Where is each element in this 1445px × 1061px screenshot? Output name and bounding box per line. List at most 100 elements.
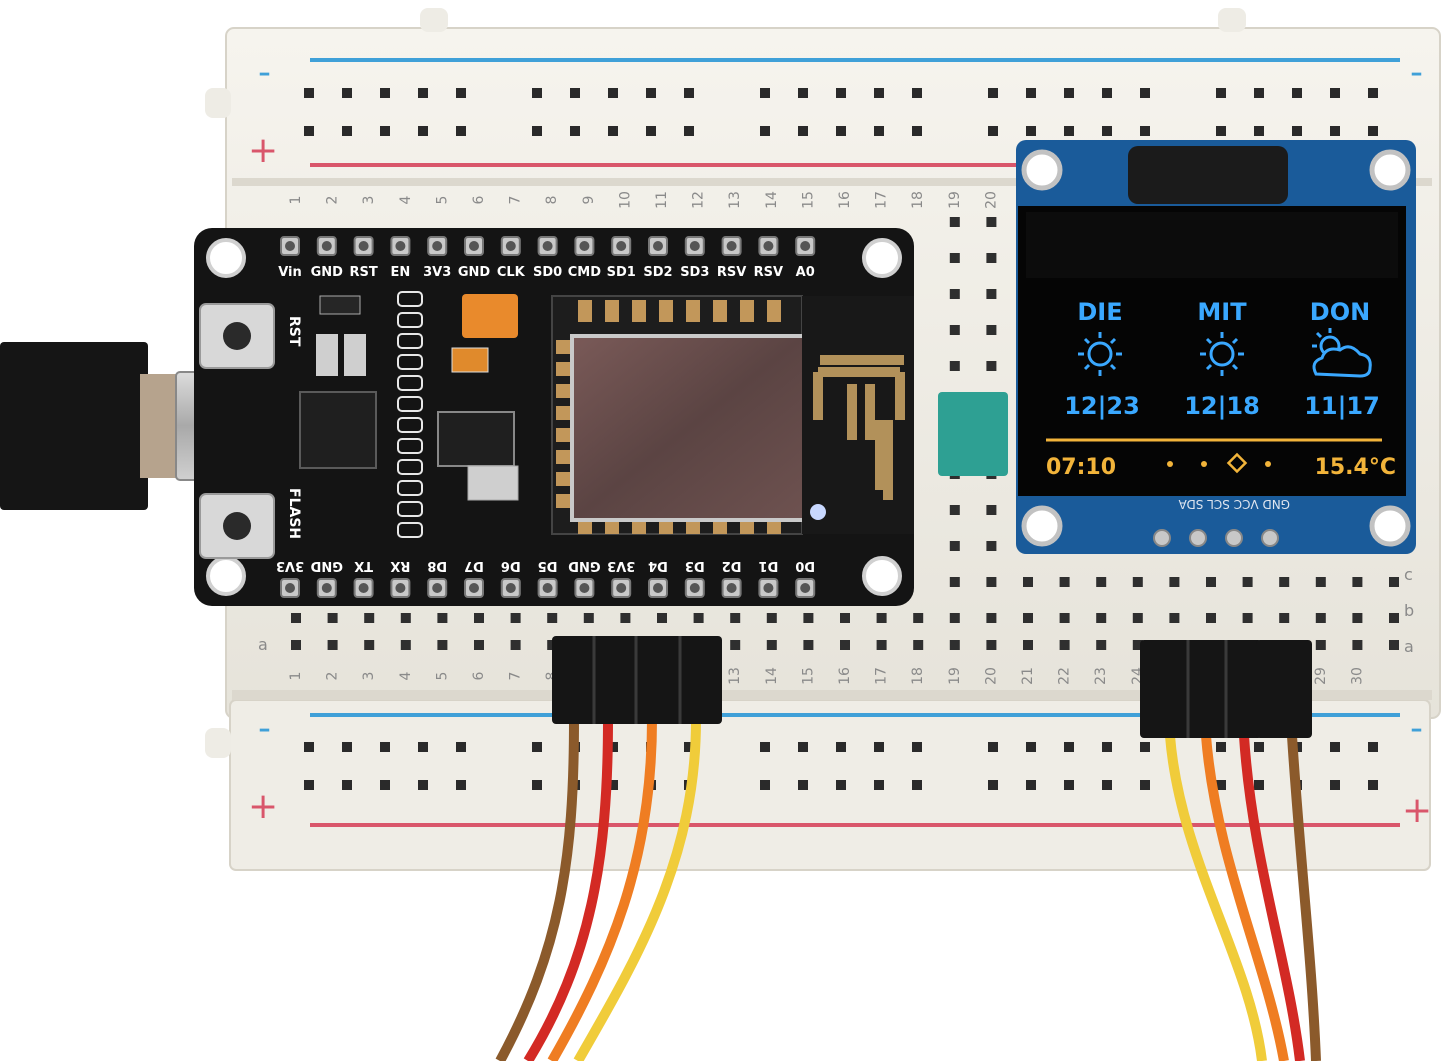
terminal-hole: [986, 289, 997, 299]
column-number: 11: [654, 191, 670, 209]
oled-ribbon: [1128, 146, 1288, 204]
esp-pad: [556, 406, 570, 420]
rail-hole: [874, 88, 884, 98]
pin-label: D0: [795, 558, 815, 573]
terminal-hole: [1169, 577, 1180, 587]
column-number: 14: [764, 191, 780, 209]
rail-hole: [456, 780, 466, 790]
terminal-hole: [949, 217, 960, 227]
rail-hole: [988, 88, 998, 98]
terminal-hole: [730, 640, 741, 650]
rail-hole: [418, 126, 428, 136]
rail-hole: [874, 742, 884, 752]
sun-icon: [1200, 332, 1244, 376]
row-letters: a a b c: [258, 565, 1414, 656]
column-number: 17: [874, 667, 890, 685]
rail-hole: [836, 88, 846, 98]
usb-uart-chip: [299, 391, 377, 469]
terminal-hole: [1023, 577, 1033, 587]
column-number: 16: [837, 191, 853, 209]
pin-label: D2: [722, 558, 742, 573]
column-number: 9: [581, 196, 597, 205]
rail-hole: [418, 742, 428, 752]
terminal-hole: [1352, 640, 1363, 650]
rail-hole: [418, 88, 428, 98]
terminal-hole: [840, 613, 850, 623]
pin-label: D8: [427, 558, 447, 573]
forecast-day: DON 11|17: [1304, 298, 1380, 420]
header-pin-hole: [726, 241, 737, 251]
rail-hole: [1254, 126, 1264, 136]
jumper-connector-housing: [1256, 640, 1312, 738]
row-letter-c: c: [1404, 565, 1413, 584]
terminal-hole: [986, 541, 997, 551]
rail-hole: [1102, 126, 1112, 136]
terminal-hole: [1023, 613, 1033, 623]
smd-pad: [397, 396, 423, 412]
rail-hole: [1330, 126, 1340, 136]
rail-hole: [380, 126, 390, 136]
column-number: 13: [727, 667, 743, 685]
column-number: 18: [910, 667, 926, 685]
wire-orange: [1201, 735, 1289, 1061]
rail-hole: [684, 126, 694, 136]
pin-label: SD2: [643, 265, 672, 280]
smd-component: [451, 347, 489, 373]
oled-header-pins: [1153, 529, 1279, 547]
terminal-hole: [474, 640, 484, 650]
terminal-hole: [474, 613, 484, 623]
wire-yellow: [1165, 735, 1267, 1061]
rail-minus-mark: -: [258, 52, 271, 93]
header-pin-hole: [432, 583, 443, 593]
rail-plus-mark: +: [248, 130, 278, 171]
rail-hole: [988, 742, 998, 752]
esp-pad: [556, 450, 570, 464]
rail-hole: [1216, 742, 1226, 752]
rail-hole: [1368, 780, 1378, 790]
rail-holes: [304, 88, 1378, 136]
column-number: 4: [398, 195, 414, 204]
rail-hole: [988, 780, 998, 790]
terminal-hole: [1059, 613, 1070, 623]
terminal-hole: [1059, 577, 1070, 587]
mount-hole: [1021, 505, 1063, 547]
esp-pad: [659, 300, 673, 322]
terminal-hole: [1389, 640, 1399, 650]
day-label: MIT: [1197, 298, 1247, 326]
day-label: DON: [1310, 298, 1370, 326]
terminal-hole: [1023, 640, 1033, 650]
esp-pad: [686, 300, 700, 322]
esp-pad: [632, 300, 646, 322]
rail-hole: [1026, 126, 1036, 136]
rail-hole: [1102, 742, 1112, 752]
column-number: 17: [874, 191, 890, 209]
mount-hole: [1021, 149, 1063, 191]
mount-hole: [206, 238, 246, 278]
smd-pad: [397, 480, 423, 496]
rail-hole: [532, 742, 542, 752]
terminal-hole: [730, 613, 741, 623]
rail-hole: [798, 88, 808, 98]
header-pin-hole: [763, 583, 774, 593]
terminal-hole: [986, 577, 997, 587]
rail-minus-mark: -: [1410, 52, 1423, 93]
oled-module: DIE 12|23 MIT: [1016, 140, 1416, 554]
rail-hole: [304, 742, 314, 752]
rail-hole: [570, 88, 580, 98]
rail-hole: [1140, 88, 1150, 98]
esp-pad: [578, 520, 592, 534]
jumper-connector-housing: [1140, 640, 1262, 738]
day-temps: 12|18: [1184, 392, 1260, 420]
rail-hole: [798, 780, 808, 790]
esp-pad: [686, 520, 700, 534]
pin-label: D3: [685, 558, 705, 573]
row-letter-b: b: [1404, 601, 1414, 620]
terminal-hole: [1242, 577, 1253, 587]
header-pin-hole: [800, 241, 811, 251]
rail-plus-mark: +: [1402, 790, 1432, 831]
terminal-hole: [913, 613, 924, 623]
header-pin-hole: [763, 241, 774, 251]
rail-hole: [1216, 780, 1226, 790]
terminal-hole: [327, 640, 338, 650]
